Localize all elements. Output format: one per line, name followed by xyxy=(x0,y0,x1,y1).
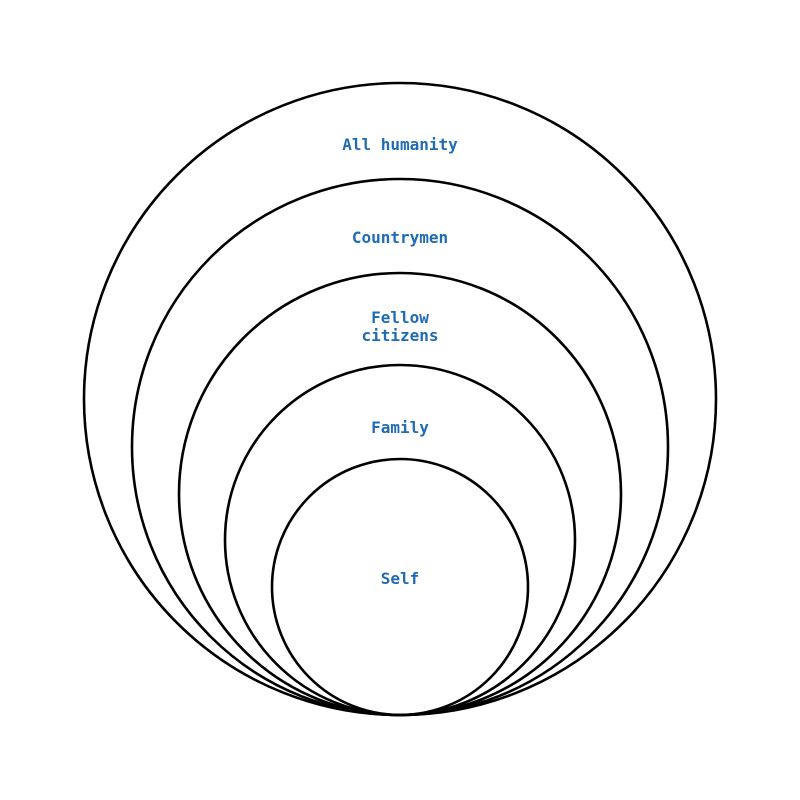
ring-1 xyxy=(130,177,670,717)
ring-label-line: Self xyxy=(381,569,420,588)
ring-label-1: Countrymen xyxy=(352,228,448,247)
ring-label-line: Family xyxy=(371,418,429,437)
ring-label-line: citizens xyxy=(361,326,438,345)
ring-label-line: Countrymen xyxy=(352,228,448,247)
ring-label-line: All humanity xyxy=(342,135,458,154)
ring-label-0: All humanity xyxy=(342,135,458,154)
ring-label-3: Family xyxy=(371,418,429,437)
ring-label-line: Fellow xyxy=(371,308,429,327)
ring-label-4: Self xyxy=(381,569,420,588)
ring-4 xyxy=(270,457,530,717)
